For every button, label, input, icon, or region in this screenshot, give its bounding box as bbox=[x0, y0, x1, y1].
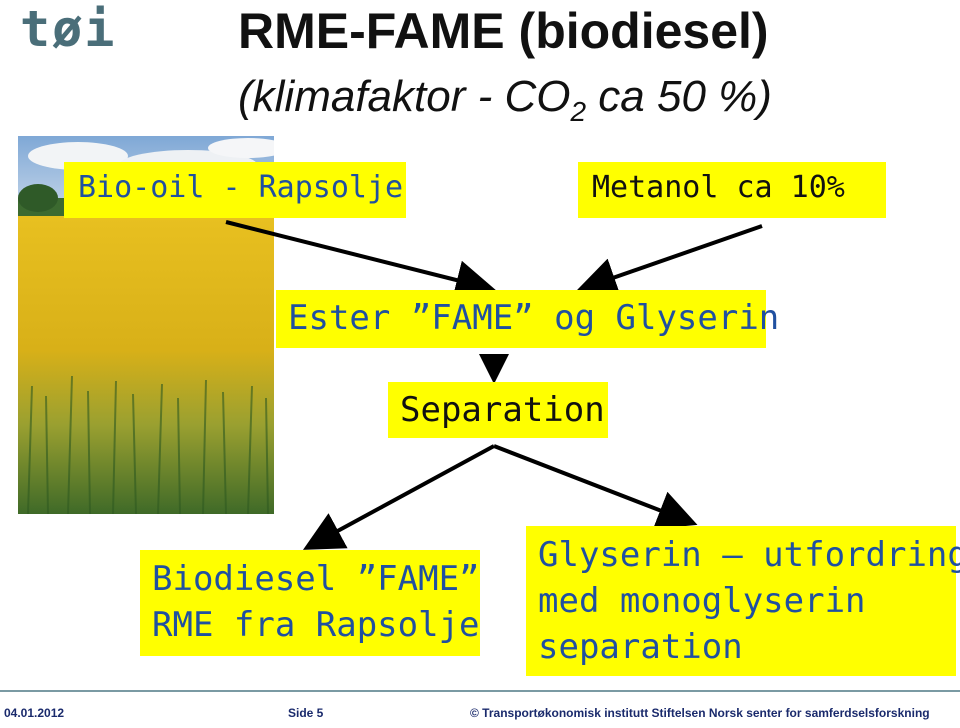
bio-oil-box: Bio-oil - Rapsolje bbox=[64, 162, 406, 218]
footer-date: 04.01.2012 bbox=[4, 706, 65, 720]
glyserin-box: Glyserin – utfordring med monoglyserin s… bbox=[526, 526, 960, 676]
arrow-separation-to-glyserin bbox=[493, 444, 698, 530]
ester-box: Ester ”FAME” og Glyserin bbox=[276, 290, 779, 348]
arrow-separation-to-biodiesel bbox=[302, 444, 495, 550]
metanol-box: Metanol ca 10% bbox=[578, 162, 886, 218]
biodiesel-line-2: RME fra Rapsolje bbox=[152, 605, 480, 645]
arrow-bio-to-ester bbox=[225, 220, 496, 300]
toi-logo: tøi bbox=[20, 0, 117, 58]
separation-box: Separation bbox=[388, 382, 608, 438]
biodiesel-line-1: Biodiesel ”FAME” bbox=[152, 559, 480, 599]
glyserin-line-3: separation bbox=[538, 627, 743, 667]
page-title: RME-FAME (biodiesel) bbox=[238, 3, 769, 59]
arrow-metanol-to-ester bbox=[576, 224, 763, 297]
glyserin-line-2: med monoglyserin bbox=[538, 581, 866, 621]
footer-page-number: Side 5 bbox=[288, 706, 324, 720]
glyserin-line-1: Glyserin – utfordring bbox=[538, 535, 960, 575]
biodiesel-box: Biodiesel ”FAME” RME fra Rapsolje bbox=[140, 550, 480, 656]
footer-copyright: © Transportøkonomisk institutt Stiftelse… bbox=[470, 706, 930, 720]
footer-divider bbox=[0, 690, 960, 692]
page-subtitle: (klimafaktor - CO2 ca 50 %) bbox=[238, 72, 772, 127]
